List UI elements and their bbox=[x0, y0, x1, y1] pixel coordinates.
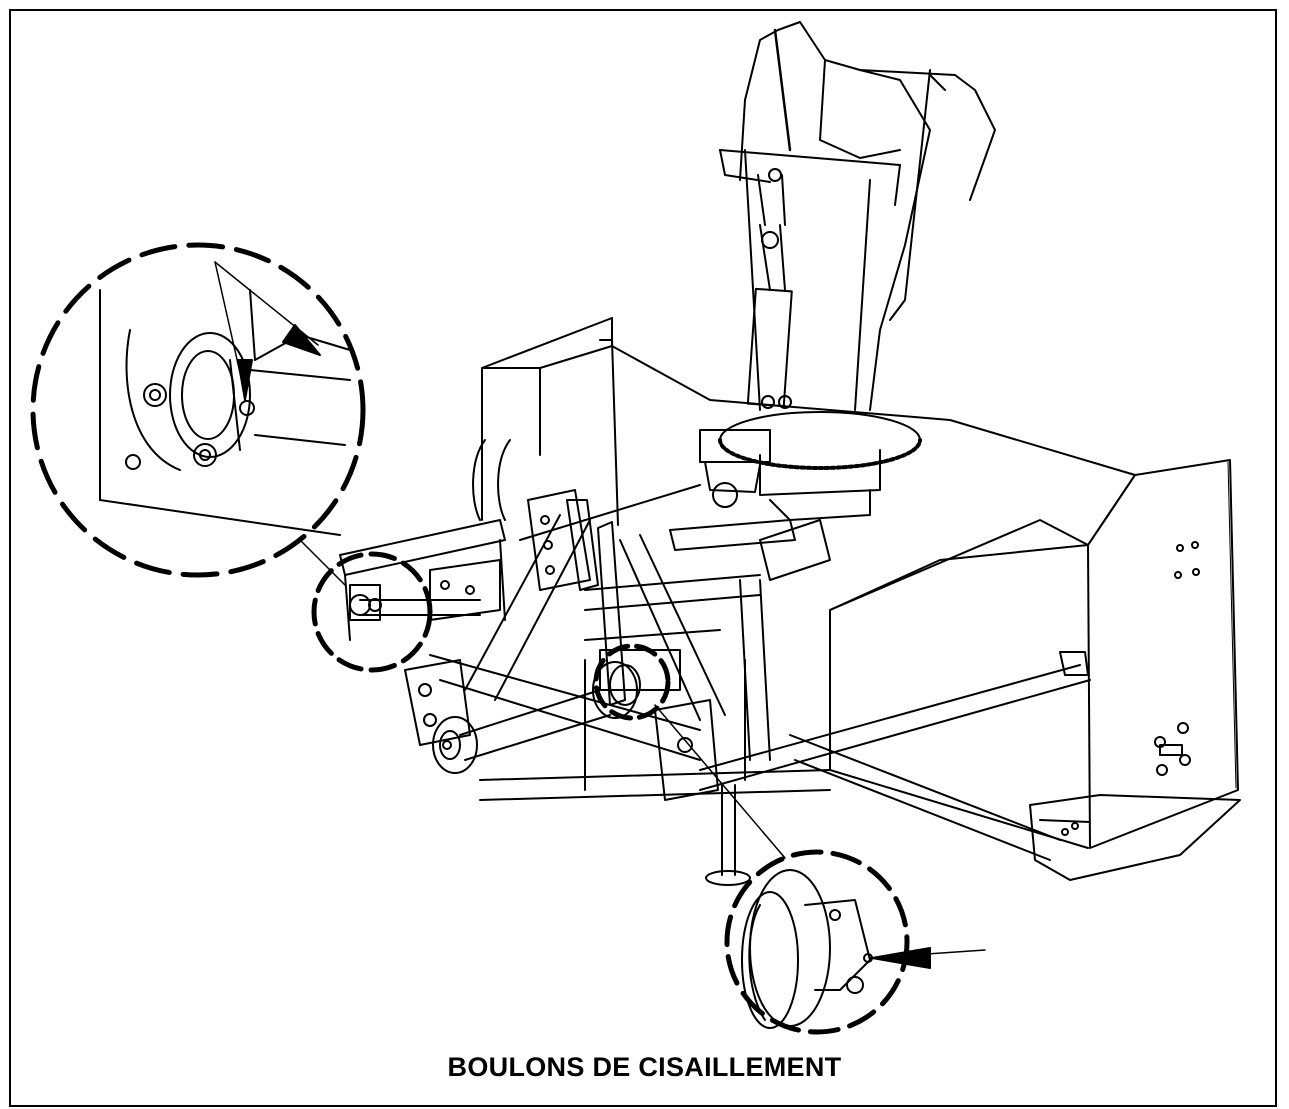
figure-frame bbox=[9, 9, 1277, 1107]
gearbox-callout-ring bbox=[593, 643, 671, 721]
blower-housing bbox=[481, 317, 1241, 881]
hitch-frame bbox=[339, 339, 1091, 861]
pto-coupling-shear-bolts-detail bbox=[30, 242, 366, 578]
driveshaft bbox=[432, 661, 641, 774]
discharge-chute bbox=[699, 21, 996, 521]
leader-line-left bbox=[299, 539, 346, 586]
gearbox-shear-bolt-detail bbox=[724, 849, 986, 1035]
parking-stand bbox=[705, 784, 751, 886]
deflector-cylinder bbox=[746, 168, 793, 409]
pto-coupling-callout-ring bbox=[311, 551, 433, 673]
leader-line-right bbox=[654, 704, 786, 859]
figure-caption: BOULONS DE CISAILLEMENT bbox=[447, 1052, 842, 1082]
